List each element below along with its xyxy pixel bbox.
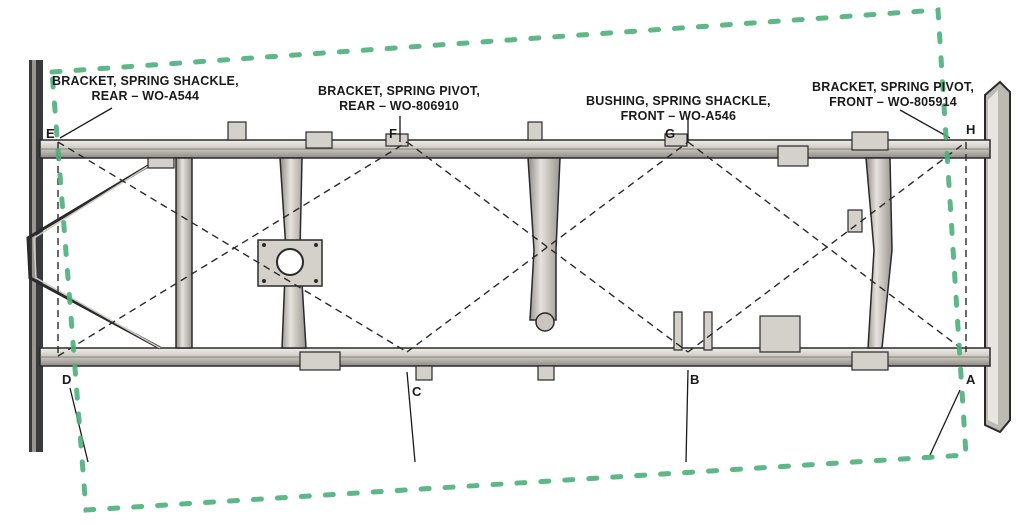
highlight-outline: [49, 7, 969, 513]
callout-line: BRACKET, SPRING PIVOT,: [318, 84, 481, 98]
callout-front-spring-shackle-bushing: BUSHING, SPRING SHACKLE, FRONT – WO-A546: [586, 94, 771, 124]
point-label-c: C: [412, 384, 422, 399]
leader-lines: [59, 107, 961, 463]
callout-rear-spring-pivot-bracket: BRACKET, SPRING PIVOT, REAR – WO-806910: [318, 84, 480, 114]
front-bumper: [984, 80, 1011, 434]
point-label-a: A: [966, 372, 976, 387]
cross-member-1: [175, 157, 193, 349]
rear-bumper: [29, 60, 43, 452]
cross-member-2: [257, 157, 323, 349]
point-label-f: F: [389, 126, 397, 141]
callout-line: BRACKET, SPRING SHACKLE,: [52, 74, 239, 88]
point-label-e: E: [46, 126, 55, 141]
frame-rail-bottom: [39, 347, 991, 367]
frame-rail-top: [39, 139, 991, 159]
cross-member-4: [865, 157, 893, 349]
point-label-h: H: [966, 122, 976, 137]
rear-brace: [26, 158, 161, 350]
callout-front-spring-pivot-bracket: BRACKET, SPRING PIVOT, FRONT – WO-805914: [812, 80, 974, 110]
point-label-b: B: [690, 372, 700, 387]
callout-line: REAR – WO-806910: [339, 99, 459, 113]
point-label-g: G: [665, 126, 676, 141]
callout-rear-spring-shackle-bracket: BRACKET, SPRING SHACKLE, REAR – WO-A544: [52, 74, 239, 104]
point-label-d: D: [62, 372, 72, 387]
callout-line: REAR – WO-A544: [91, 89, 200, 103]
measurement-diagonals: [57, 141, 967, 357]
callout-line: FRONT – WO-A546: [620, 109, 737, 123]
callout-line: BRACKET, SPRING PIVOT,: [812, 80, 975, 94]
cross-member-3: [527, 121, 561, 332]
callout-line: BUSHING, SPRING SHACKLE,: [586, 94, 771, 108]
rail-brackets: [147, 121, 889, 381]
callout-line: FRONT – WO-805914: [829, 95, 957, 109]
